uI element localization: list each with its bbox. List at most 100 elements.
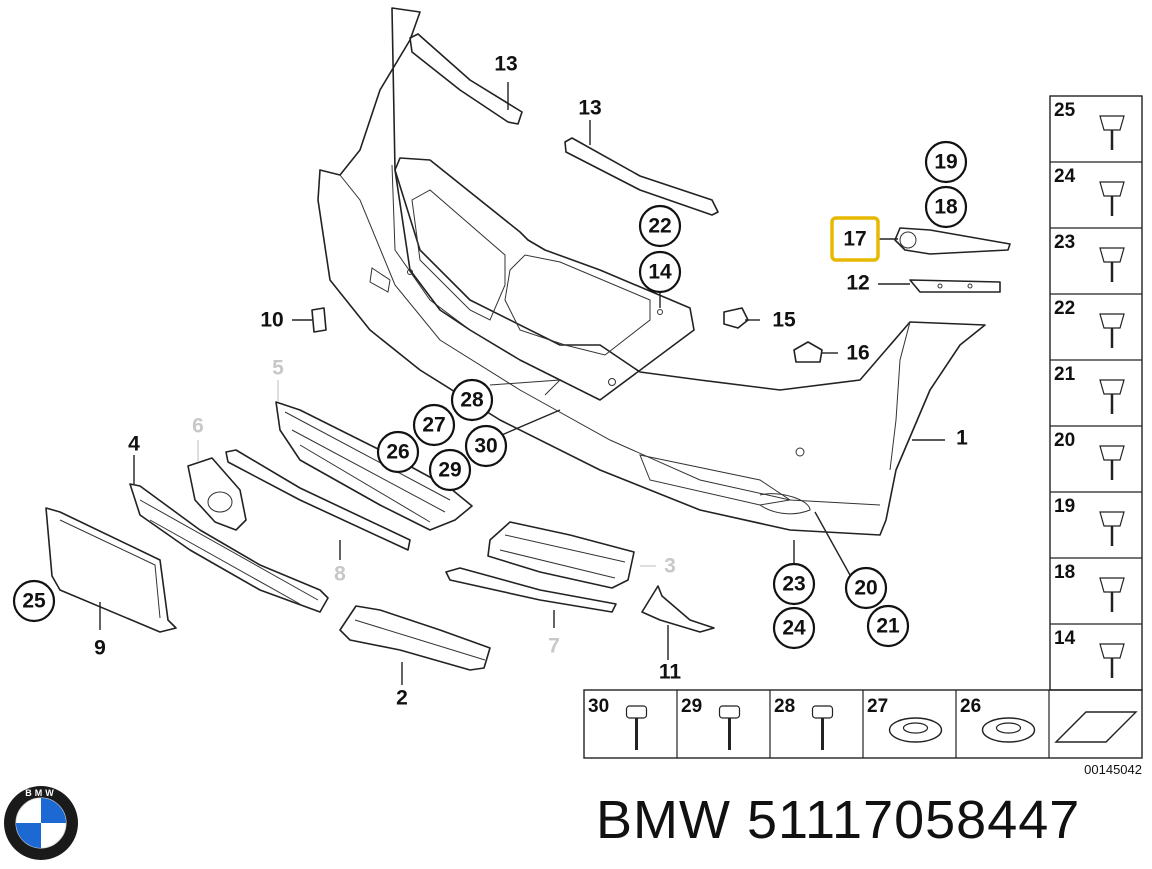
side-cell-19: 19 bbox=[1050, 491, 1142, 546]
callout-label: 21 bbox=[876, 615, 900, 638]
bottom-cell-label: 28 bbox=[774, 696, 795, 717]
bracket-part-17 bbox=[894, 227, 1011, 255]
callout-13: 13 bbox=[494, 53, 517, 76]
fastener-icon bbox=[1099, 379, 1125, 395]
grille-part-6 bbox=[187, 457, 247, 531]
bottom-cell-label: 30 bbox=[588, 696, 609, 717]
callout-19: 19 bbox=[924, 140, 968, 184]
callout-13: 13 bbox=[578, 97, 601, 120]
side-cell-label: 24 bbox=[1054, 166, 1076, 187]
strip-part-8 bbox=[225, 449, 411, 551]
callout-label: 24 bbox=[782, 617, 806, 640]
side-cell-label: 23 bbox=[1054, 232, 1075, 253]
callout-label: 7 bbox=[548, 635, 560, 658]
callout-label: 14 bbox=[648, 261, 672, 284]
callout-label: 11 bbox=[659, 661, 682, 684]
callout-21: 21 bbox=[866, 604, 910, 648]
callout-7: 7 bbox=[548, 635, 560, 658]
callout-label: 27 bbox=[422, 414, 445, 437]
fastener-icon bbox=[1099, 445, 1125, 461]
flap-part-11 bbox=[641, 585, 715, 633]
bottom-cell-29: 29 bbox=[681, 690, 771, 758]
callout-8: 8 bbox=[334, 563, 346, 586]
callout-label: 30 bbox=[474, 435, 497, 458]
callout-6: 6 bbox=[192, 415, 204, 438]
strip-part-13-upper bbox=[409, 33, 523, 125]
callout-24: 24 bbox=[772, 606, 816, 650]
fastener-icon bbox=[1099, 511, 1125, 527]
callout-2: 2 bbox=[396, 687, 408, 710]
bottom-cell-30: 30 bbox=[588, 690, 678, 758]
fastener-icon bbox=[1099, 181, 1125, 197]
callout-label: 29 bbox=[438, 459, 461, 482]
fastener-icon bbox=[1099, 643, 1125, 659]
callout-30: 30 bbox=[464, 424, 508, 468]
callout-label: 12 bbox=[846, 272, 869, 295]
side-cell-label: 20 bbox=[1054, 430, 1075, 451]
callout-9: 9 bbox=[94, 637, 106, 660]
callout-12: 12 bbox=[846, 272, 869, 295]
callout-label: 4 bbox=[128, 433, 140, 456]
callout-label: 1 bbox=[956, 427, 968, 450]
washer-icon bbox=[981, 717, 1036, 743]
callout-3: 3 bbox=[664, 555, 676, 578]
callout-20: 20 bbox=[844, 566, 888, 610]
bottom-cell-label: 29 bbox=[681, 696, 702, 717]
callout-label: 15 bbox=[772, 309, 796, 332]
callout-label: 25 bbox=[22, 590, 46, 613]
bottom-cell-27: 27 bbox=[867, 690, 957, 758]
side-cell-label: 25 bbox=[1054, 100, 1076, 121]
clip-part-15 bbox=[723, 307, 749, 329]
callout-4: 4 bbox=[128, 433, 140, 456]
bmw-logo: BMW bbox=[2, 784, 80, 862]
callout-14: 14 bbox=[638, 250, 682, 294]
grille-part-5 bbox=[275, 401, 473, 531]
callout-23: 23 bbox=[772, 562, 816, 606]
clip-part-16 bbox=[793, 341, 823, 363]
side-cell-25: 25 bbox=[1054, 100, 1125, 150]
callout-label: 16 bbox=[846, 342, 869, 365]
part-caption: BMW 51117058447 bbox=[596, 782, 1146, 858]
grille-part-4 bbox=[129, 483, 329, 613]
bracket-part-12 bbox=[909, 279, 1001, 293]
fastener-icon bbox=[1099, 247, 1125, 263]
strip-part-7 bbox=[445, 567, 617, 613]
side-cell-label: 21 bbox=[1054, 364, 1076, 385]
callout-label: 5 bbox=[272, 357, 284, 380]
callout-label: 28 bbox=[460, 389, 484, 412]
callout-label: 2 bbox=[396, 687, 408, 710]
side-cell-14: 14 bbox=[1050, 623, 1142, 678]
side-cell-22: 22 bbox=[1050, 293, 1142, 348]
arrow-icon bbox=[1054, 711, 1138, 743]
callout-label: 17 bbox=[843, 228, 866, 251]
screw-head-icon bbox=[811, 705, 834, 719]
svg-text:BMW: BMW bbox=[25, 788, 57, 798]
strip-part-13-lower bbox=[564, 137, 719, 216]
callout-15: 15 bbox=[772, 309, 796, 332]
callout-16: 16 bbox=[846, 342, 869, 365]
bottom-cell-label: 27 bbox=[867, 696, 888, 717]
fastener-icon bbox=[1099, 115, 1125, 131]
bottom-panel-hardware: 30 29 28 27 26 bbox=[583, 689, 1143, 759]
side-cell-label: 19 bbox=[1054, 496, 1075, 517]
callout-label: 8 bbox=[334, 563, 346, 586]
bottom-cell-26: 26 bbox=[960, 690, 1050, 758]
callout-label: 10 bbox=[260, 309, 283, 332]
callout-10: 10 bbox=[260, 309, 283, 332]
bottom-cell-label: 26 bbox=[960, 696, 981, 717]
side-cell-24: 24 bbox=[1050, 161, 1142, 216]
grille-part-2 bbox=[339, 605, 491, 671]
callout-26: 26 bbox=[376, 430, 420, 474]
side-cell-20: 20 bbox=[1050, 425, 1142, 480]
bumper-cover-part-1 bbox=[317, 7, 986, 536]
side-cell-label: 14 bbox=[1054, 628, 1076, 649]
callout-28: 28 bbox=[450, 378, 494, 422]
callout-label: 19 bbox=[934, 151, 957, 174]
washer-icon bbox=[888, 717, 943, 743]
callout-11: 11 bbox=[659, 661, 682, 684]
callout-label: 6 bbox=[192, 415, 204, 438]
callout-1: 1 bbox=[956, 427, 968, 450]
callout-label: 20 bbox=[854, 577, 877, 600]
